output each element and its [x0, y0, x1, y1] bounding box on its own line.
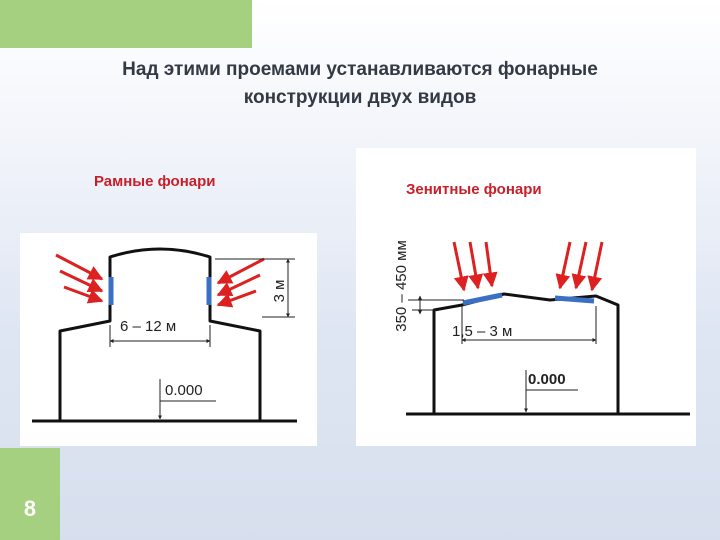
height-dimension — [408, 295, 464, 315]
light-arrows-left — [55, 253, 104, 304]
zenith-lantern-drawing: 350 – 450 мм 1,5 – 3 м 0.000 — [393, 240, 690, 416]
accent-bar-bottom — [0, 448, 60, 540]
elevation-label: 0.000 — [528, 371, 566, 388]
span-label: 6 – 12 м — [120, 318, 176, 335]
building-outline — [432, 292, 620, 414]
slide-title-line-2: конструкции двух видов — [243, 87, 477, 108]
light-arrows-right — [216, 257, 265, 308]
slide-title: Над этими проемами устанавливаются фонар… — [30, 56, 690, 112]
skylight-right — [554, 295, 595, 304]
building-outline — [58, 247, 262, 421]
height-dimension — [215, 258, 295, 318]
span-dimension — [461, 306, 597, 344]
zenith-lanterns-label: Зенитные фонари — [406, 181, 542, 198]
frame-lanterns-label: Рамные фонари — [94, 173, 216, 190]
height-label: 3 м — [271, 280, 288, 303]
light-arrows-right — [555, 241, 604, 292]
span-label: 1,5 – 3 м — [452, 323, 512, 340]
slide-title-line-1: Над этими проемами устанавливаются фонар… — [122, 59, 598, 80]
frame-lantern-drawing: 6 – 12 м 3 м 0.000 — [32, 247, 297, 423]
skylight-left — [462, 292, 503, 306]
elevation-label: 0.000 — [165, 382, 203, 399]
page-number: 8 — [23, 496, 37, 521]
span-dimension — [109, 325, 211, 347]
accent-bar-top — [0, 0, 252, 48]
height-label: 350 – 450 мм — [393, 240, 410, 332]
elevation-marker — [524, 370, 578, 413]
elevation-marker — [158, 379, 216, 420]
light-arrows-left — [452, 241, 498, 292]
